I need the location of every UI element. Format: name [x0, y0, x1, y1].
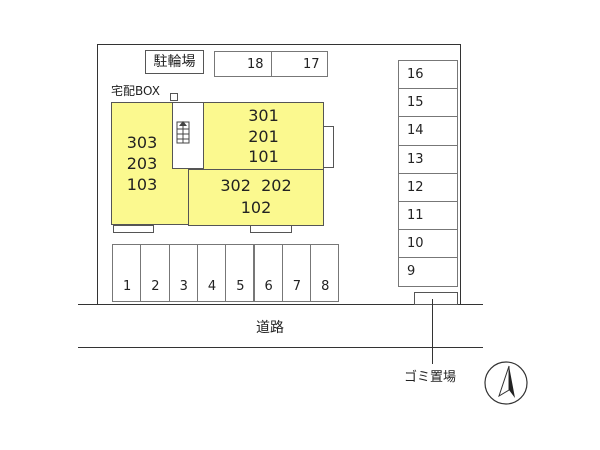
parking-space-3: 3 — [168, 244, 198, 302]
road-label: 道路 — [256, 320, 284, 336]
parking-space-6: 6 — [253, 244, 283, 302]
parking-space-10: 10 — [398, 229, 458, 259]
parking-space-14: 14 — [398, 116, 458, 146]
parking-space-9: 9 — [398, 257, 458, 287]
parking-space-7: 7 — [281, 244, 312, 302]
parking-space-13: 13 — [398, 144, 458, 174]
parking-number: 5 — [236, 279, 245, 294]
unit-label-303: 303 — [126, 133, 158, 152]
parking-space-18: 18 — [214, 51, 272, 77]
garbage-leader-line — [432, 299, 433, 364]
parking-number: 15 — [407, 95, 424, 111]
parking-space-5: 5 — [225, 244, 255, 302]
parking-number: 13 — [407, 151, 424, 167]
parking-number: 2 — [151, 279, 160, 294]
unit-label-203: 203 — [126, 154, 158, 173]
parking-space-4: 4 — [196, 244, 227, 302]
delivery-box-icon — [170, 93, 178, 101]
parking-space-11: 11 — [398, 201, 458, 231]
unit-label-201: 201 — [248, 127, 279, 146]
parking-space-15: 15 — [398, 88, 458, 118]
parking-number: 9 — [407, 264, 416, 280]
building-bottom-right — [188, 169, 324, 226]
parking-number: 18 — [247, 57, 264, 72]
parking-number: 4 — [207, 279, 217, 294]
unit-label-302-202: 302 202 — [220, 176, 292, 195]
parking-space-16: 16 — [398, 60, 458, 90]
bicycle-parking-text: 駐輪場 — [153, 54, 196, 70]
parking-number: 11 — [407, 208, 424, 223]
site-boundary-left — [97, 44, 98, 304]
road-edge-bottom — [78, 347, 483, 348]
parking-number: 8 — [321, 279, 330, 294]
site-boundary-right — [460, 44, 461, 304]
parking-number: 16 — [407, 67, 424, 82]
parking-number: 1 — [123, 279, 132, 294]
parking-space-1: 1 — [112, 244, 142, 302]
parking-number: 6 — [264, 279, 273, 294]
parking-space-17: 17 — [271, 51, 328, 77]
parking-number: 14 — [407, 123, 424, 139]
garbage-label: ゴミ置場 — [404, 370, 457, 385]
balcony-left — [113, 225, 154, 233]
stairs-icon — [176, 120, 190, 144]
parking-space-2: 2 — [140, 244, 170, 302]
north-arrow-icon — [483, 360, 529, 406]
unit-label-103: 103 — [126, 175, 158, 194]
site-boundary-top — [97, 44, 461, 45]
parking-number: 3 — [179, 279, 188, 294]
delivery-box-label: 宅配BOX — [111, 84, 160, 98]
unit-label-102: 102 — [240, 198, 272, 217]
road-edge-top — [78, 304, 483, 305]
garbage-area — [414, 292, 458, 305]
bicycle-parking-label: 駐輪場 — [145, 50, 204, 74]
parking-number: 7 — [292, 279, 302, 294]
parking-number: 17 — [303, 57, 320, 72]
balcony-right — [250, 225, 292, 233]
building-annex — [323, 126, 334, 168]
parking-space-12: 12 — [398, 172, 458, 202]
parking-number: 10 — [407, 236, 424, 252]
parking-number: 12 — [407, 179, 424, 195]
unit-label-301: 301 — [248, 106, 279, 125]
parking-space-8: 8 — [310, 244, 340, 302]
unit-label-101: 101 — [248, 147, 279, 166]
